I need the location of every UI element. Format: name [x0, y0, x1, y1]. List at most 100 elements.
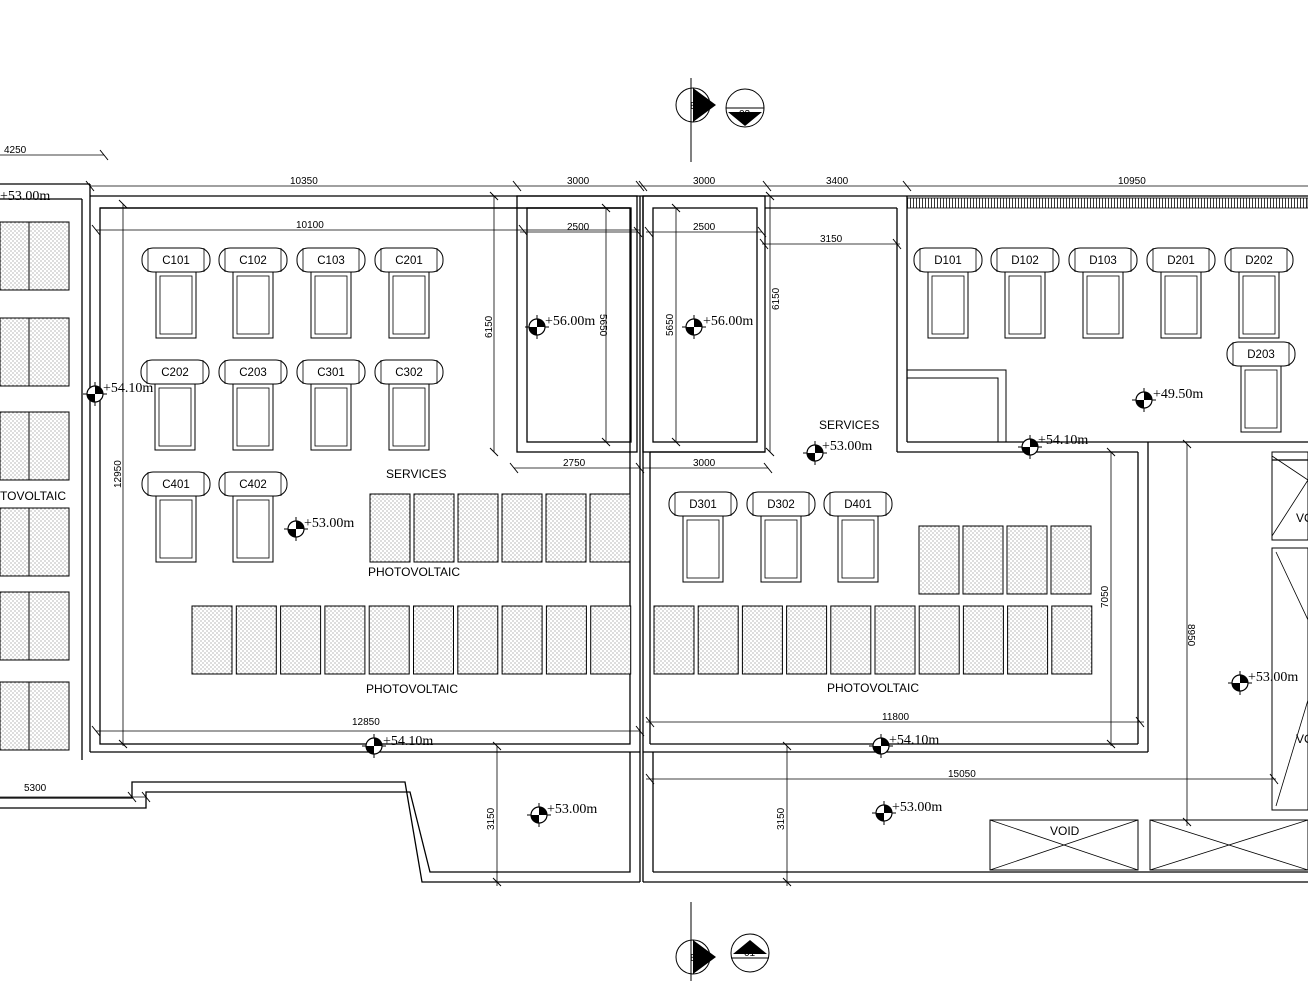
pv-panel: [1050, 525, 1092, 595]
label-photovoltaic-left-partial: TOVOLTAIC: [0, 489, 66, 503]
tank-label: D302: [767, 499, 795, 511]
pv-panel: [368, 605, 410, 675]
level-marker-icon: [83, 382, 107, 406]
dim-4250: 4250: [4, 145, 27, 156]
level-text-9: +53.00m: [1248, 670, 1298, 685]
dim-15050: 15050: [948, 769, 976, 780]
label-void: VOID: [1050, 824, 1080, 838]
tank-label: C101: [162, 255, 190, 267]
tank-label: D203: [1247, 349, 1275, 361]
level-text-6: +53.00m: [822, 439, 872, 454]
dim-3000-c: 3000: [693, 458, 716, 469]
pv-panel: [653, 605, 695, 675]
section-bottom-letter: B: [690, 953, 697, 964]
pv-panel: [786, 605, 828, 675]
section-marker-top: B 03: [675, 78, 765, 162]
tank-c302: C302: [374, 359, 444, 451]
pv-panel: [28, 507, 70, 577]
level-texts: +53.00m +54.10m +56.00m +56.00m +49.50m …: [0, 189, 1298, 817]
level-text-4: +56.00m: [703, 314, 753, 329]
tank-label: C202: [161, 367, 189, 379]
tank-label: C103: [317, 255, 345, 267]
dim-11800: 11800: [882, 712, 910, 723]
level-marker-icon: [284, 517, 308, 541]
pv-panel: [501, 493, 543, 563]
level-text-8: +53.00m: [304, 516, 354, 531]
tank-label: D202: [1245, 255, 1273, 267]
dim-3000-b: 3000: [693, 176, 716, 187]
tank-d101: D101: [913, 247, 983, 339]
pv-panel: [413, 493, 455, 563]
tank-c102: C102: [218, 247, 288, 339]
pv-panel: [324, 605, 366, 675]
dim-5650-b: 5650: [665, 313, 676, 336]
level-marker-icon: [872, 801, 896, 825]
tank-c101: C101: [141, 247, 211, 339]
dim-5650-a: 5650: [597, 314, 608, 337]
tank-d102: D102: [990, 247, 1060, 339]
tank-d302: D302: [746, 491, 816, 583]
tank-label: D102: [1011, 255, 1039, 267]
pv-panel: [697, 605, 739, 675]
level-markers: [83, 315, 1252, 827]
tank-d401: D401: [823, 491, 893, 583]
pv-panel: [589, 493, 631, 563]
dim-8950: 8950: [1185, 624, 1196, 647]
dim-3000-a: 3000: [567, 176, 590, 187]
pv-panel: [457, 605, 499, 675]
pv-panel: [28, 591, 70, 661]
dim-3150-h: 3150: [820, 234, 843, 245]
tank-c203: C203: [218, 359, 288, 451]
label-services-right: SERVICES: [819, 418, 879, 432]
label-vo-top: VO: [1296, 511, 1308, 525]
level-text-13: +53.00m: [892, 800, 942, 815]
pv-panel: [545, 605, 587, 675]
tank-c201: C201: [374, 247, 444, 339]
pv-panel: [1006, 525, 1048, 595]
tank-label: D201: [1167, 255, 1195, 267]
tank-c103: C103: [296, 247, 366, 339]
label-photovoltaic-c-upper: PHOTOVOLTAIC: [368, 565, 460, 579]
level-text-11: +54.10m: [889, 733, 939, 748]
section-top-letter: B: [690, 101, 697, 112]
pv-panel: [191, 605, 233, 675]
pv-panel: [962, 605, 1004, 675]
tank-c202: C202: [140, 359, 210, 451]
pv-panel: [962, 525, 1004, 595]
tank-d202: D202: [1224, 247, 1294, 339]
pv-panel: [28, 681, 70, 751]
dim-10100: 10100: [296, 220, 324, 231]
tank-label: C402: [239, 479, 267, 491]
dimension-lines: [0, 154, 1308, 886]
label-photovoltaic-d-lower: PHOTOVOLTAIC: [827, 681, 919, 695]
pv-panel: [501, 605, 543, 675]
dim-2750: 2750: [563, 458, 586, 469]
tank-label: C301: [317, 367, 345, 379]
level-text-7: +54.10m: [1038, 433, 1088, 448]
tank-d203: D203: [1226, 341, 1296, 433]
dim-10350: 10350: [290, 176, 318, 187]
pv-panel: [235, 605, 277, 675]
level-marker-icon: [362, 734, 386, 758]
tank-label: C302: [395, 367, 423, 379]
photovoltaic-arrays: [191, 493, 1093, 675]
level-text-12: +53.00m: [547, 802, 597, 817]
building-outline: [0, 183, 1308, 883]
tank-label: D401: [844, 499, 872, 511]
level-marker-icon: [1018, 435, 1042, 459]
pv-panel: [545, 493, 587, 563]
dim-3400: 3400: [826, 176, 849, 187]
void-openings: [989, 819, 1308, 871]
label-photovoltaic-c-lower: PHOTOVOLTAIC: [366, 682, 458, 696]
label-services-left: SERVICES: [386, 467, 446, 481]
level-marker-icon: [803, 441, 827, 465]
photovoltaic-array-left: [0, 221, 70, 751]
tank-label: C401: [162, 479, 190, 491]
dim-3150-b: 3150: [776, 807, 787, 830]
label-vo-bottom: VO: [1296, 732, 1308, 746]
level-text-3: +56.00m: [545, 314, 595, 329]
tank-label: C201: [395, 255, 423, 267]
dim-5300: 5300: [24, 783, 47, 794]
pv-panel: [457, 493, 499, 563]
